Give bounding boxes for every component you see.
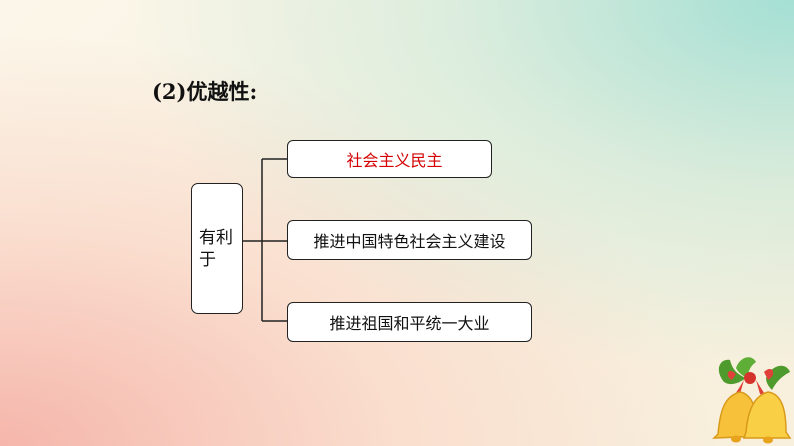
branch-node-1: 社会主义民主	[287, 140, 492, 178]
section-heading: (2)优越性:	[152, 79, 258, 104]
christmas-bells-icon	[712, 357, 792, 444]
branch-node-3: 推进祖国和平统一大业	[287, 302, 532, 342]
root-node-label: 有利于	[199, 227, 233, 270]
branch-node-2: 推进中国特色社会主义建设	[287, 220, 532, 260]
root-node: 有利于	[191, 183, 243, 314]
